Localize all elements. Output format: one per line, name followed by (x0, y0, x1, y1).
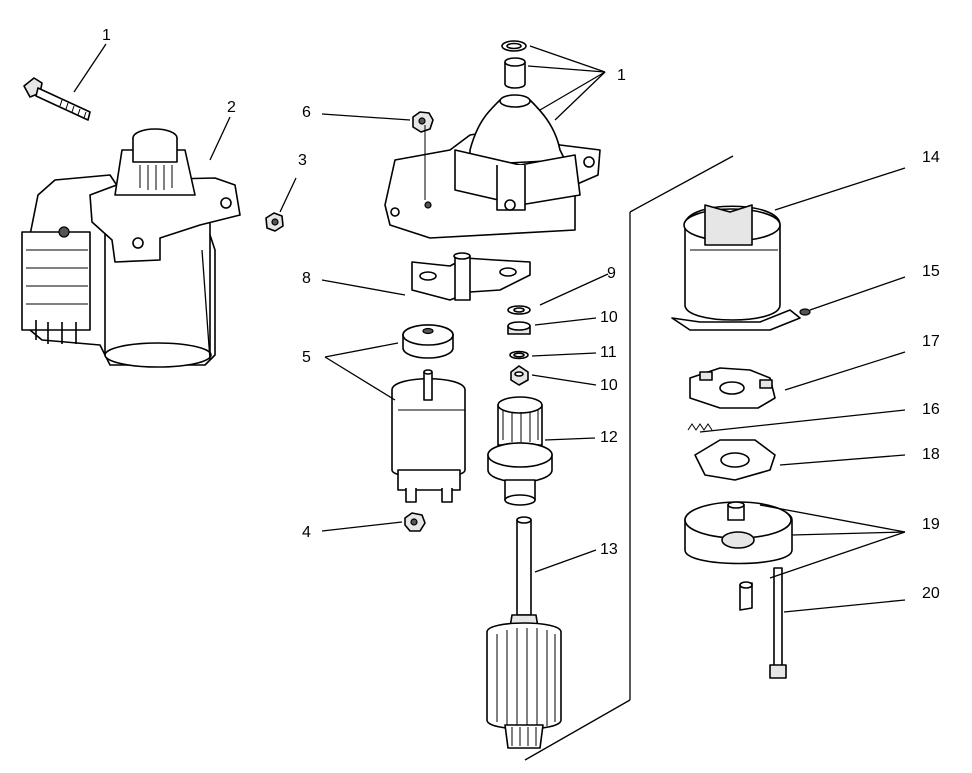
callout-17: 17 (922, 333, 940, 350)
part-bushing-set (501, 40, 527, 89)
part-solenoid (391, 324, 466, 503)
callout-1-bushings: 1 (617, 67, 626, 84)
part-brush-holder (689, 367, 776, 409)
callout-4: 4 (302, 524, 311, 541)
part-nut-small (265, 212, 284, 232)
part-armature (486, 516, 562, 749)
callout-18: 18 (922, 446, 940, 463)
part-spring (687, 423, 713, 431)
part-bolt-long (23, 77, 91, 121)
part-brush-plate (694, 439, 776, 481)
callout-9: 9 (607, 265, 616, 282)
callout-10-lower: 10 (600, 377, 618, 394)
callout-5: 5 (302, 349, 311, 366)
callout-8: 8 (302, 270, 311, 287)
callout-16: 16 (922, 401, 940, 418)
callout-6: 6 (302, 104, 311, 121)
callout-11: 11 (600, 344, 617, 361)
part-field-frame (671, 204, 811, 331)
callout-3: 3 (298, 152, 307, 169)
part-hex-nut (412, 111, 434, 133)
part-through-bolt (769, 567, 787, 679)
part-nut-terminal (404, 512, 426, 532)
callout-labels: 1 1 2 3 4 5 6 8 9 10 11 10 12 13 14 15 1… (102, 27, 940, 602)
callout-14: 14 (922, 149, 940, 166)
assembly-bracket-lines (524, 155, 734, 761)
callout-15: 15 (922, 263, 940, 280)
part-pinion-drive (487, 396, 553, 506)
part-drive-housing (384, 94, 601, 239)
callout-10-upper: 10 (600, 309, 618, 326)
part-end-frame (684, 501, 793, 611)
callout-19: 19 (922, 516, 940, 533)
callout-1-bolt: 1 (102, 27, 111, 44)
part-washer-stack (507, 305, 531, 386)
leader-lines (73, 43, 906, 613)
part-shift-lever (411, 252, 531, 301)
callout-12: 12 (600, 429, 618, 446)
callout-13: 13 (600, 541, 618, 558)
callout-20: 20 (922, 585, 940, 602)
callout-2: 2 (227, 99, 236, 116)
part-starter-assembly (21, 128, 241, 368)
